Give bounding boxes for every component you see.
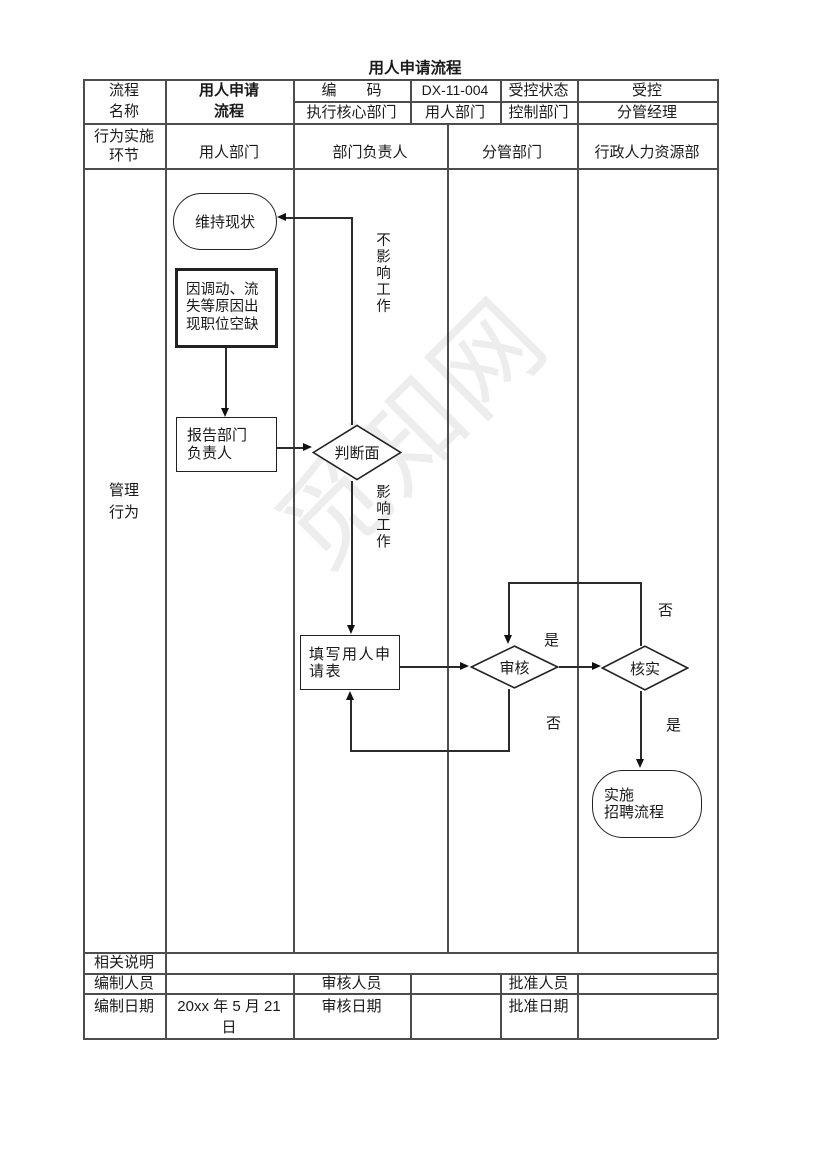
table-border (293, 973, 295, 1038)
table-border (717, 79, 719, 1039)
table-border (577, 973, 579, 1038)
table-border (500, 79, 502, 123)
flow-line (277, 447, 304, 449)
header-control-dept-label: 控制部门 (508, 103, 569, 121)
table-border (293, 101, 717, 103)
table-border (83, 168, 717, 170)
flow-line (351, 481, 353, 626)
flow-line (400, 666, 461, 668)
header-name-label: 流程 名称 (108, 82, 139, 120)
table-border (83, 1038, 717, 1040)
node-fill-form-label: 填写用人申 请表 (309, 645, 392, 680)
node-implement-recruiting-label: 实施 招聘流程 (604, 787, 665, 821)
node-maintain-status: 维持现状 (173, 193, 277, 250)
lane-header-label: 行为实施 环节 (93, 127, 154, 164)
watermark-text: 觅知网 (255, 278, 569, 592)
label-yes-verify: 是 (666, 717, 682, 734)
diamond-shape-icon (470, 645, 559, 689)
footer-approved-by-label: 批准人员 (508, 974, 569, 992)
table-border (83, 79, 85, 1039)
decision-verify-label: 核实 (629, 660, 660, 678)
table-border (83, 993, 717, 995)
arrowhead-up-icon (346, 691, 354, 700)
table-border (447, 123, 449, 952)
flow-line (640, 691, 642, 760)
arrowhead-right-icon (592, 662, 601, 670)
flow-line (508, 689, 510, 750)
arrowhead-right-icon (303, 443, 312, 451)
header-name-value: 用人申请 流程 (198, 82, 259, 120)
flow-line (508, 582, 510, 636)
footer-prepared-by-label: 编制人员 (93, 974, 154, 992)
flow-line (559, 666, 593, 668)
header-code-label: 编 码 (321, 81, 382, 99)
label-affect-work: 影响工作 (374, 484, 390, 550)
table-border (165, 79, 167, 1039)
lane-header-manager: 部门负责人 (332, 144, 408, 161)
table-border (410, 973, 412, 1038)
arrowhead-down-icon (347, 625, 355, 634)
footer-notes-label: 相关说明 (93, 954, 154, 971)
footer-approved-date-label: 批准日期 (508, 998, 569, 1015)
header-code-value: DX-11-004 (421, 81, 489, 98)
flow-line (286, 217, 352, 219)
flow-row-label: 管理 行为 (108, 482, 139, 521)
table-border (293, 79, 295, 952)
decision-judge-label: 判断面 (334, 445, 380, 462)
diamond-shape-icon (601, 645, 689, 691)
footer-prepared-date-value: 20xx 年 5 月 21 日 (177, 998, 281, 1036)
label-no-verify: 否 (658, 602, 674, 619)
flow-line (640, 582, 642, 646)
node-maintain-status-label: 维持现状 (194, 214, 255, 231)
lane-header-dept: 用人部门 (198, 144, 259, 161)
arrowhead-down-icon (221, 408, 229, 417)
node-implement-recruiting: 实施 招聘流程 (592, 770, 702, 838)
header-status-label: 受控状态 (508, 81, 569, 99)
node-vacancy-label: 因调动、流 失等原因出 现职位空缺 (186, 281, 259, 333)
table-border (500, 973, 502, 1038)
arrowhead-left-icon (277, 213, 286, 221)
table-border (83, 79, 717, 81)
node-report-manager: 报告部门 负责人 (176, 417, 277, 472)
node-fill-form: 填写用人申 请表 (300, 635, 400, 690)
header-control-dept-value: 分管经理 (616, 103, 677, 121)
flow-line (351, 217, 353, 425)
label-no-review: 否 (546, 715, 562, 732)
diamond-shape-icon (312, 424, 402, 481)
flow-line (508, 582, 641, 584)
label-yes-review: 是 (544, 632, 560, 649)
decision-review-label: 审核 (499, 659, 530, 677)
flow-line (350, 700, 352, 750)
header-exec-dept-label: 执行核心部门 (306, 103, 397, 121)
lane-header-division: 分管部门 (481, 144, 542, 161)
table-border (410, 79, 412, 123)
label-no-affect-work: 不影响工作 (374, 232, 390, 315)
lane-header-hr: 行政人力资源部 (594, 144, 700, 161)
arrowhead-right-icon (460, 662, 469, 670)
node-vacancy: 因调动、流 失等原因出 现职位空缺 (175, 268, 278, 348)
flow-line (350, 750, 510, 752)
footer-prepared-date-label: 编制日期 (93, 998, 154, 1015)
header-exec-dept-value: 用人部门 (424, 103, 485, 121)
table-border (577, 79, 579, 952)
node-report-manager-label: 报告部门 负责人 (187, 426, 248, 462)
table-border (83, 123, 717, 125)
decision-judge: 判断面 (312, 424, 402, 481)
table-border (83, 973, 717, 975)
header-status-value: 受控 (631, 81, 662, 99)
decision-verify: 核实 (601, 645, 689, 691)
footer-reviewed-date-label: 审核日期 (321, 998, 382, 1015)
arrowhead-down-icon (504, 635, 512, 644)
decision-review: 审核 (470, 645, 559, 689)
footer-reviewed-by-label: 审核人员 (321, 974, 382, 992)
table-border (83, 952, 717, 954)
page-title: 用人申请流程 (368, 60, 462, 77)
arrowhead-down-icon (636, 759, 644, 768)
flow-line (225, 348, 227, 409)
